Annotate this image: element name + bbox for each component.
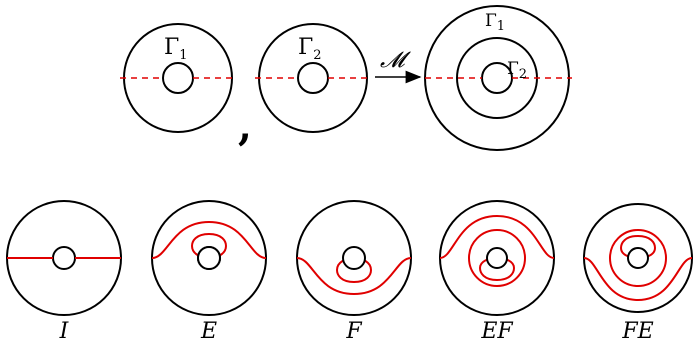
inner-circle: [52, 246, 76, 270]
annulus-F: F: [296, 200, 412, 344]
inner-circle: [297, 62, 329, 94]
inner-circle: [162, 62, 194, 94]
caption-EF: EF: [480, 319, 513, 344]
arc-over: [151, 220, 267, 259]
caption-E: E: [200, 319, 217, 344]
caption-FE: FE: [621, 319, 653, 344]
arc-under: [583, 257, 693, 302]
inner-circle-cover: [197, 246, 221, 270]
annulus-result: Γ1 Γ2: [424, 5, 572, 151]
gamma1-label: Γ1: [164, 35, 188, 63]
arc-under: [296, 257, 412, 296]
result-gamma2-label: Γ2: [507, 59, 527, 82]
caption-I: I: [59, 319, 70, 344]
merge-operator: 𝓜: [375, 48, 422, 84]
annulus-E: E: [151, 200, 267, 344]
annulus-FE: FE: [583, 203, 693, 344]
inner-circle: [627, 247, 649, 269]
inner-circle: [486, 247, 508, 269]
annulus-gamma2: Γ2: [255, 23, 372, 133]
annulus-EF: EF: [439, 200, 555, 344]
annulus-gamma1: Γ1: [120, 23, 237, 133]
result-gamma1-label: Γ1: [485, 11, 505, 34]
annulus-I: I: [6, 200, 122, 344]
caption-F: F: [345, 319, 362, 344]
inner-circle: [342, 246, 366, 270]
operator-label: 𝓜: [380, 48, 411, 73]
separator-comma: ,: [238, 103, 252, 150]
arc-over: [439, 214, 555, 259]
ring-loop: [609, 229, 667, 287]
gamma2-label: Γ2: [298, 35, 322, 63]
ring-loop: [468, 229, 526, 287]
